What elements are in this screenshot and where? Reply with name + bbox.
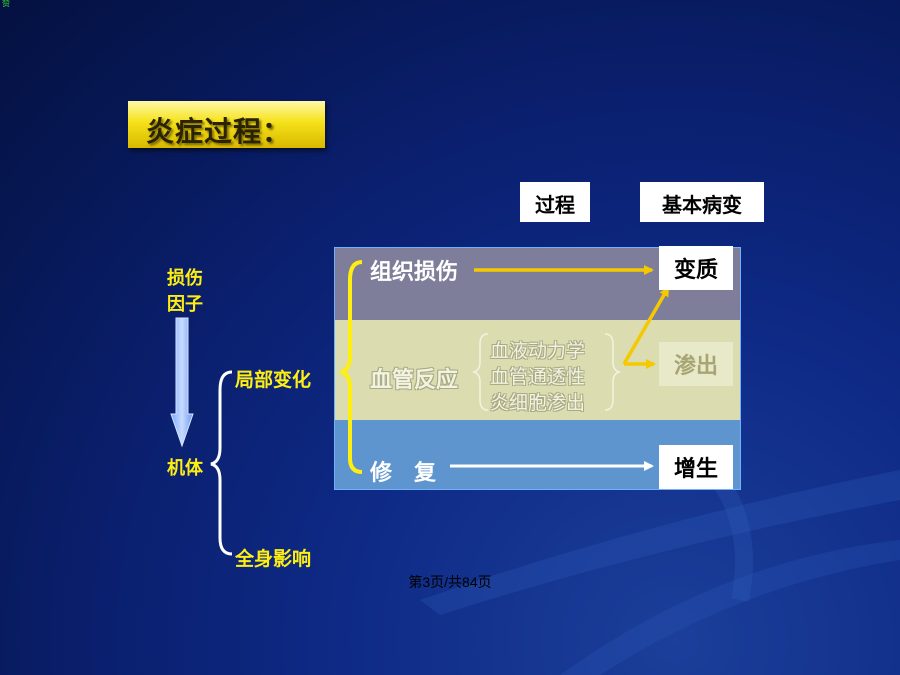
header-basic-lesion: 基本病变 xyxy=(640,182,764,222)
lesion-exudation: 渗出 xyxy=(659,342,733,386)
local-change-label: 局部变化 xyxy=(235,369,312,391)
header-process: 过程 xyxy=(520,182,590,222)
systemic-effect-label: 全身影响 xyxy=(235,548,312,570)
lesion-proliferation: 增生 xyxy=(659,445,733,489)
process-vascular-reaction: 血管反应 xyxy=(370,368,459,393)
injury-factor-line1: 损伤 xyxy=(167,268,203,289)
vascular-item-cell-exudation: 炎细胞渗出 xyxy=(490,392,586,414)
process-repair: 修 复 xyxy=(370,461,437,486)
process-tissue-injury: 组织损伤 xyxy=(370,260,459,285)
title-background xyxy=(128,101,325,148)
injury-factor-line2: 因子 xyxy=(167,294,203,315)
band-frame xyxy=(334,247,741,490)
page-title: 炎症过程： xyxy=(146,115,292,148)
vascular-item-permeability: 血管通透性 xyxy=(490,366,586,388)
vascular-item-hemodynamics: 血液动力学 xyxy=(490,340,586,362)
corner-mark: 赞 xyxy=(2,0,10,8)
lesion-degeneration: 变质 xyxy=(659,246,733,290)
body-label: 机体 xyxy=(167,458,203,479)
page-footer: 第3页/共84页 xyxy=(408,574,492,590)
